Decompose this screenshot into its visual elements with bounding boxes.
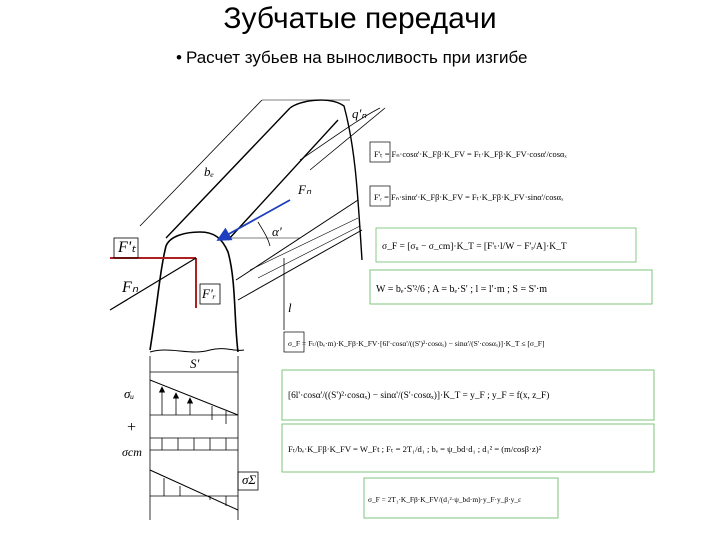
formula-5: σ_F = Fₜ/(bₑ·m)·K_Fβ·K_FV·[6l'·cosα'/((S… xyxy=(288,339,545,348)
label-qn: q'ₙ xyxy=(352,106,367,121)
tooth-break-line xyxy=(149,348,245,353)
label-fr: F'ᵣ xyxy=(201,286,216,301)
tooth-flank xyxy=(237,229,363,301)
label-plus: + xyxy=(126,419,137,436)
formula-1: F'ₜ = Fₙ·cosα'·K_Fβ·K_FV = Fₜ·K_Fβ·K_FV·… xyxy=(374,150,567,159)
slide-subtitle: •Расчет зубьев на выносливость при изгиб… xyxy=(176,48,527,68)
label-bw: bₑ xyxy=(204,164,214,179)
formula-panel-8: σ_F = 2T₁·K_Fβ·K_FV/(d₁²·ψ_bd·m)·y_F·y_β… xyxy=(363,477,559,519)
formula-8: σ_F = 2T₁·K_Fβ·K_FV/(d₁²·ψ_bd·m)·y_F·y_β… xyxy=(368,495,521,504)
tooth-back-face xyxy=(289,99,363,261)
label-sigma-sum: σΣ xyxy=(242,472,256,487)
formula-2: F'ᵣ = Fₙ·sinα'·K_Fβ·K_FV = Fₜ·K_Fβ·K_FV·… xyxy=(374,193,564,202)
tooth-drawing xyxy=(109,99,386,520)
slide-title: Зубчатые передачи xyxy=(223,2,497,35)
subtitle-text: Расчет зубьев на выносливость при изгибе xyxy=(185,48,528,67)
formula-3: σ_F = [σᵤ − σ_cm]·K_T = [F'ₜ·l/W − F'ᵣ/A… xyxy=(382,242,567,252)
formula-7: Fₜ/bₑ·K_Fβ·K_FV = W_Ft ; Fₜ = 2T₁/d₁ ; b… xyxy=(288,444,542,454)
formula-panel-5: σ_F = Fₜ/(bₑ·m)·K_Fβ·K_FV·[6l'·cosα'/((S… xyxy=(283,331,545,353)
tooth-front-face xyxy=(149,231,239,353)
label-fn-left: Fₙ xyxy=(121,279,139,296)
label-alpha: α' xyxy=(272,224,282,239)
tooth-top-edge-left xyxy=(165,107,291,239)
formula-panel-1: F'ₜ = Fₙ·cosα'·K_Fβ·K_FV = Fₜ·K_Fβ·K_FV·… xyxy=(369,141,567,163)
formula-panel-7: Fₜ/bₑ·K_Fβ·K_FV = W_Ft ; Fₜ = 2T₁/d₁ ; b… xyxy=(281,423,655,473)
formula-panel-3: σ_F = [σᵤ − σ_cm]·K_T = [F'ₜ·l/W − F'ᵣ/A… xyxy=(375,227,637,263)
label-l: l xyxy=(288,300,292,315)
label-sigma-cm: σcm xyxy=(122,445,142,459)
fn-diagonal xyxy=(109,257,197,311)
label-ft: F'ₜ xyxy=(117,239,136,256)
label-sigma-u: σᵤ xyxy=(124,386,134,401)
formula-panel-4: W = bₑ·S'²/6 ; A = bₑ·S' ; l = l'·m ; S … xyxy=(369,269,653,305)
formula-6: [6l'·cosα'/((S')²·cosαₓ) − sinα'/(S'·cos… xyxy=(288,390,549,401)
formula-panel-2: F'ᵣ = Fₙ·sinα'·K_Fβ·K_FV = Fₜ·K_Fβ·K_FV·… xyxy=(369,185,564,207)
tooth-top-edge-right xyxy=(227,119,339,241)
formula-4: W = bₑ·S'²/6 ; A = bₑ·S' ; l = l'·m ; S … xyxy=(376,284,547,295)
label-fn: Fₙ xyxy=(297,182,312,197)
formula-panel-6: [6l'·cosα'/((S')²·cosαₓ) − sinα'/(S'·cos… xyxy=(281,369,655,421)
label-s: S' xyxy=(190,356,200,371)
fn-force-arrow xyxy=(216,199,291,241)
bullet-glyph: • xyxy=(176,48,182,67)
